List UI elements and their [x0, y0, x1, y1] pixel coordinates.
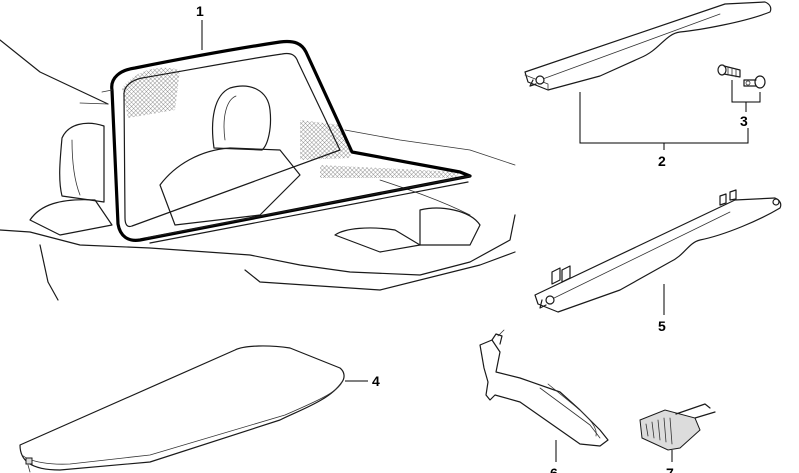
rear-seat-left [29, 122, 113, 236]
headrest [211, 85, 272, 151]
cover-panel-lower [534, 189, 782, 313]
callout-6: 6 [550, 465, 558, 473]
cover-panel-upper [524, 1, 772, 91]
callout-4: 4 [372, 373, 380, 389]
clip [639, 403, 716, 451]
callout-7: 7 [666, 465, 674, 473]
callout-5: 5 [658, 318, 666, 334]
callout-2: 2 [658, 153, 666, 169]
leader-3 [731, 80, 761, 112]
wind-deflector [101, 39, 472, 244]
bracket [479, 329, 609, 447]
callout-3: 3 [740, 113, 748, 129]
rear-seat-right [159, 147, 481, 253]
leader-2 [579, 92, 749, 150]
screw-left [717, 64, 741, 78]
deflector-bag [19, 345, 345, 473]
car-body-outline [0, 39, 516, 301]
callout-1: 1 [196, 3, 204, 19]
screw-right [743, 75, 766, 89]
